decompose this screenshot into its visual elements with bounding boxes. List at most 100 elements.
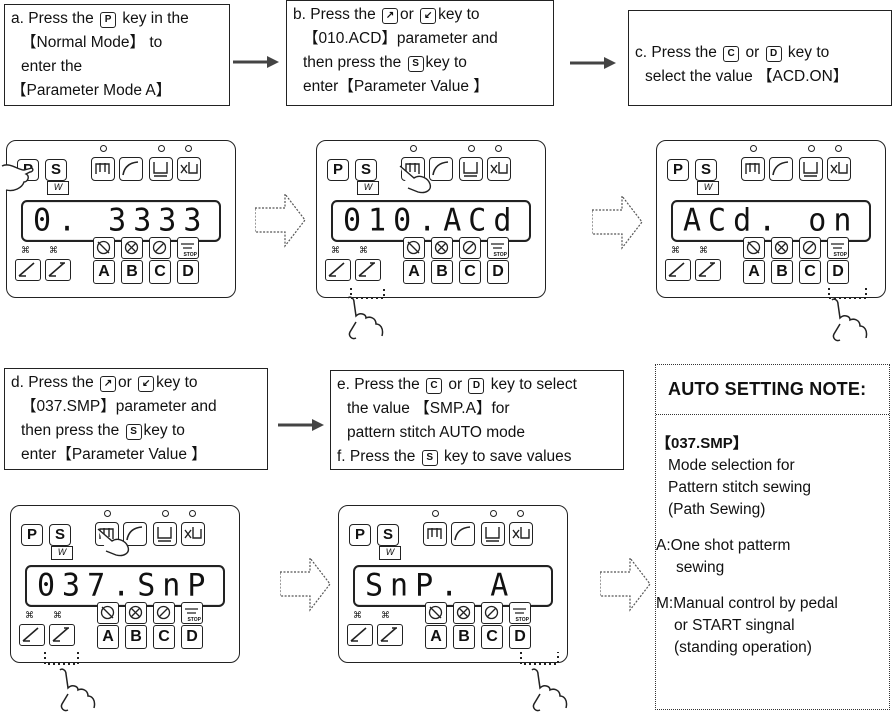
bottom-tack-key-icon[interactable] (149, 157, 173, 181)
d-key-button[interactable]: D (509, 625, 531, 649)
c-key-button[interactable]: C (481, 625, 503, 649)
down-indicator-icon: ⌘ (53, 610, 62, 621)
stop-key-icon: STOP (487, 237, 509, 259)
p-key-icon: P (100, 12, 116, 28)
b-key-button[interactable]: B (125, 625, 147, 649)
d-key-button[interactable]: D (181, 625, 203, 649)
s-key-icon: S (126, 424, 142, 440)
needle-position-key-icon[interactable] (741, 157, 765, 181)
indicator-led (432, 510, 439, 517)
w-key-label: W (47, 181, 69, 195)
step-e-box: e. Press the C or D key to select the va… (330, 370, 624, 470)
thread-trim-key-icon[interactable] (181, 522, 205, 546)
bottom-tack-key-icon[interactable] (481, 522, 505, 546)
p-key-button[interactable]: P (349, 524, 371, 546)
s-key-icon: S (422, 450, 438, 466)
a-key-button[interactable]: A (93, 260, 115, 284)
s-key-button[interactable]: S (45, 159, 67, 181)
s-key-button[interactable]: S (49, 524, 71, 546)
down-arrow-key-button[interactable] (377, 624, 403, 646)
step-a-text: a. Press the (11, 10, 94, 27)
a-key-button[interactable]: A (743, 260, 765, 284)
down-indicator-icon: ⌘ (359, 245, 368, 256)
thread-trim-key-icon[interactable] (509, 522, 533, 546)
indicator-led (104, 510, 111, 517)
counter-key-icon (431, 237, 453, 259)
c-key-button[interactable]: C (153, 625, 175, 649)
c-key-button[interactable]: C (799, 260, 821, 284)
down-indicator-icon: ⌘ (49, 245, 58, 256)
bottom-tack-key-icon[interactable] (799, 157, 823, 181)
step-d-keyto: key to (156, 374, 197, 391)
down-arrow-key-button[interactable] (45, 259, 71, 281)
note-desc-1: Mode selection for (656, 455, 889, 477)
stop-label: STOP (833, 252, 847, 258)
step-c-keyto: key to (788, 44, 829, 61)
d-key-button[interactable]: D (487, 260, 509, 284)
bottom-tack-key-icon[interactable] (153, 522, 177, 546)
curve-key-icon[interactable] (769, 157, 793, 181)
c-key-button[interactable]: C (459, 260, 481, 284)
b-key-button[interactable]: B (453, 625, 475, 649)
b-key-button[interactable]: B (771, 260, 793, 284)
c-key-button[interactable]: C (149, 260, 171, 284)
hand-pointer-icon (52, 668, 102, 714)
down-indicator-icon: ⌘ (699, 245, 708, 256)
up-arrow-key-button[interactable] (347, 624, 373, 646)
p-key-button[interactable]: P (667, 159, 689, 181)
a-key-button[interactable]: A (403, 260, 425, 284)
counter-key-icon (771, 237, 793, 259)
hand-pointer-icon (824, 298, 874, 344)
step-c-box: c. Press the C or D key to select the va… (628, 10, 892, 106)
up-arrow-key-button[interactable] (325, 259, 351, 281)
a-key-button[interactable]: A (97, 625, 119, 649)
key-selection-bracket (348, 288, 388, 302)
up-arrow-key-button[interactable] (665, 259, 691, 281)
d-key-button[interactable]: D (177, 260, 199, 284)
step-d-or: or (118, 374, 132, 391)
key-selection-bracket (826, 288, 870, 302)
hand-pointer-icon (524, 668, 574, 714)
step-f-text: f. Press the (337, 448, 415, 465)
down-arrow-key-button[interactable] (695, 259, 721, 281)
up-arrow-key-button[interactable] (19, 624, 45, 646)
b-key-button[interactable]: B (121, 260, 143, 284)
thread-trim-key-icon[interactable] (177, 157, 201, 181)
step-b-text: b. Press the (293, 6, 376, 23)
d-key-button[interactable]: D (827, 260, 849, 284)
indicator-led (189, 510, 196, 517)
down-arrow-key-button[interactable] (49, 624, 75, 646)
indicator-led (835, 145, 842, 152)
note-m-2: or START singnal (656, 615, 889, 637)
slow-key-icon (149, 237, 171, 259)
p-key-button[interactable]: P (21, 524, 43, 546)
indicator-led (517, 510, 524, 517)
s-key-button[interactable]: S (695, 159, 717, 181)
finger-pointer-icon (398, 162, 438, 196)
s-key-icon: S (408, 56, 424, 72)
s-key-button[interactable]: S (377, 524, 399, 546)
indicator-led (162, 510, 169, 517)
thread-trim-key-icon[interactable] (827, 157, 851, 181)
step-b-line-3a: then press the (303, 54, 401, 71)
key-selection-bracket (42, 652, 82, 668)
right-arrow-icon (278, 418, 324, 432)
stop-key-icon: STOP (181, 602, 203, 624)
bottom-tack-key-icon[interactable] (459, 157, 483, 181)
needle-position-key-icon[interactable] (91, 157, 115, 181)
stop-key-icon: STOP (827, 237, 849, 259)
b-key-button[interactable]: B (431, 260, 453, 284)
indicator-led (158, 145, 165, 152)
curve-key-icon[interactable] (451, 522, 475, 546)
key-selection-bracket (518, 652, 562, 668)
thread-trim-key-icon[interactable] (487, 157, 511, 181)
curve-key-icon[interactable] (119, 157, 143, 181)
a-key-button[interactable]: A (425, 625, 447, 649)
s-key-button[interactable]: S (355, 159, 377, 181)
down-arrow-key-button[interactable] (355, 259, 381, 281)
p-key-button[interactable]: P (327, 159, 349, 181)
d-key-icon: D (468, 378, 484, 394)
needle-position-key-icon[interactable] (423, 522, 447, 546)
up-arrow-key-button[interactable] (15, 259, 41, 281)
soft-start-key-icon (97, 602, 119, 624)
